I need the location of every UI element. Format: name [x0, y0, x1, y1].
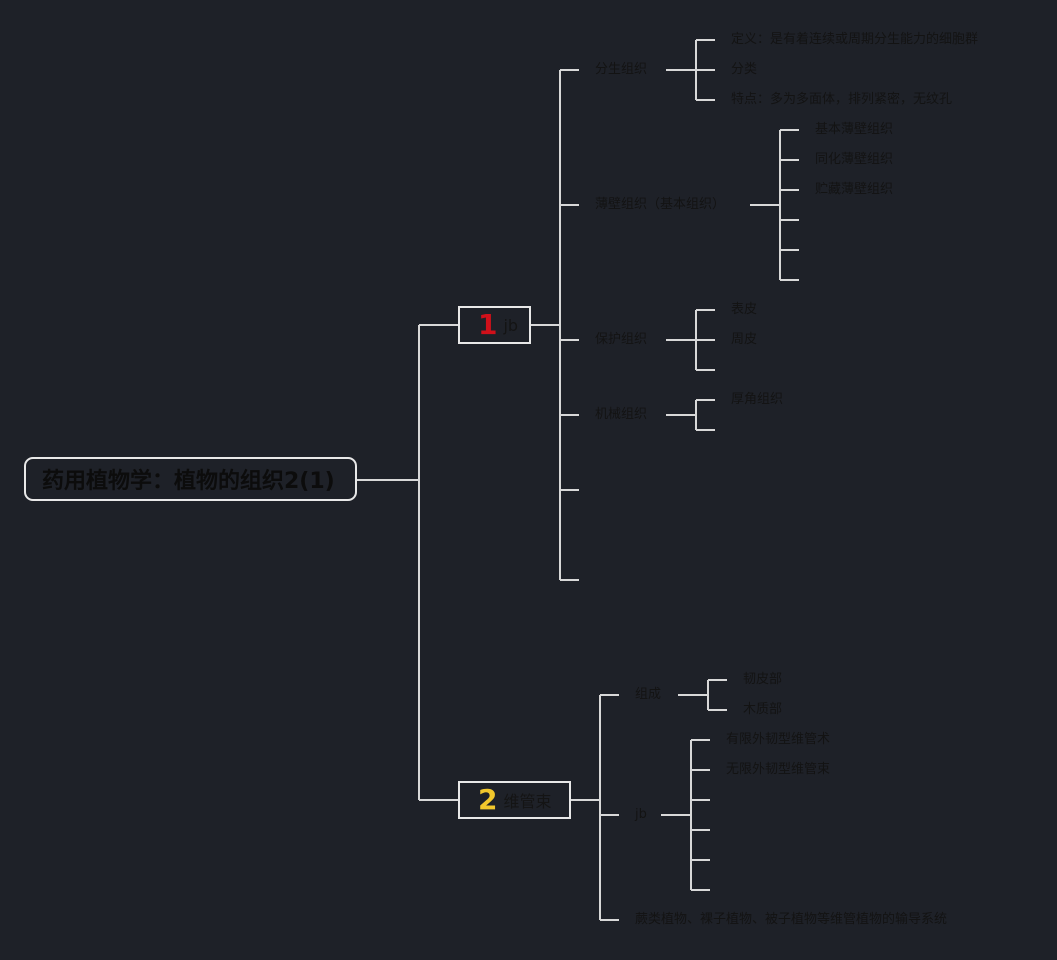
branch-1-node[interactable]: 1 jb: [458, 306, 531, 344]
branch-2-number: 2: [478, 783, 498, 816]
bundle-type-node[interactable]: jb: [635, 807, 647, 822]
protective-node[interactable]: 保护组织: [595, 332, 648, 347]
composition-node[interactable]: 组成: [635, 687, 662, 702]
branch-1-number: 1: [478, 308, 498, 341]
meristem-node[interactable]: 分生组织: [595, 62, 648, 77]
meristem-classification[interactable]: 分类: [731, 62, 758, 77]
vascular-system-node[interactable]: 蕨类植物、裸子植物、被子植物等维管植物的输导系统: [635, 912, 948, 927]
composition-phloem[interactable]: 韧皮部: [743, 672, 783, 687]
mechanical-collenchyma[interactable]: 厚角组织: [731, 392, 784, 407]
root-node[interactable]: 药用植物学：植物的组织2(1): [24, 457, 357, 501]
parenchyma-node[interactable]: 薄壁组织（基本组织）: [595, 197, 726, 212]
meristem-definition[interactable]: 定义：是有着连续或周期分生能力的细胞群: [731, 32, 979, 47]
protective-epidermis[interactable]: 表皮: [731, 302, 758, 317]
mechanical-node[interactable]: 机械组织: [595, 407, 648, 422]
parenchyma-storage[interactable]: 贮藏薄壁组织: [815, 182, 894, 197]
parenchyma-basic[interactable]: 基本薄壁组织: [815, 122, 894, 137]
bundle-type-closed-collateral[interactable]: 有限外韧型维管术: [726, 732, 831, 747]
branch-2-node[interactable]: 2 维管束: [458, 781, 571, 819]
root-title: 药用植物学：植物的组织2(1): [42, 469, 335, 494]
branch-1-label: jb: [503, 315, 519, 335]
parenchyma-assimilating[interactable]: 同化薄壁组织: [815, 152, 894, 167]
branch-2-label: 维管束: [503, 792, 552, 811]
meristem-features[interactable]: 特点：多为多面体，排列紧密，无纹孔: [731, 92, 953, 107]
protective-periderm[interactable]: 周皮: [731, 332, 758, 347]
bundle-type-open-collateral[interactable]: 无限外韧型维管束: [726, 762, 831, 777]
composition-xylem[interactable]: 木质部: [743, 702, 783, 717]
